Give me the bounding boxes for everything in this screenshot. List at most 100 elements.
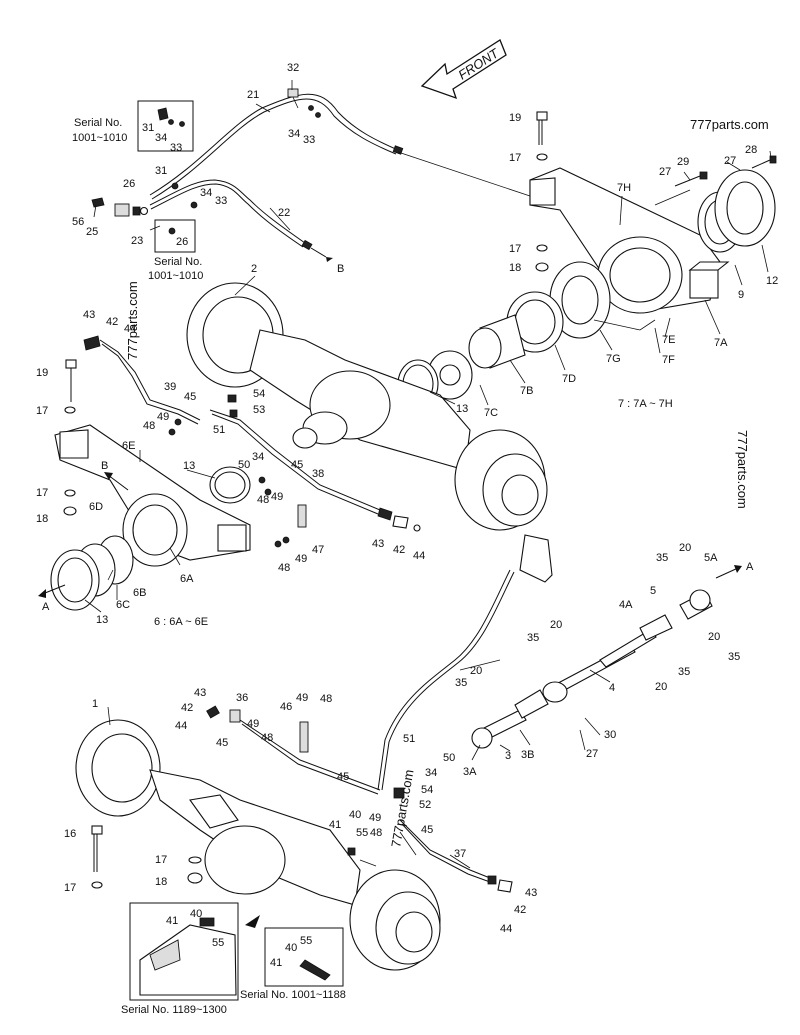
callout: 34 (425, 767, 437, 779)
callout: 36 (236, 692, 248, 704)
callout: 5A (704, 552, 718, 564)
callout: 48 (261, 732, 273, 744)
callout: 45 (216, 737, 228, 749)
callout: 33 (303, 134, 315, 146)
brake-lines-bottom (206, 705, 513, 893)
callout: 17 (64, 882, 76, 894)
callout: 19 (36, 367, 48, 379)
callout: 6A (180, 573, 194, 585)
callout: 27 (724, 155, 736, 167)
callout-labels: 32 21 34 33 31 34 33 31 26 34 33 56 25 2… (36, 62, 778, 969)
callout: 23 (131, 235, 143, 247)
callout: 42 (393, 544, 405, 556)
callout: 12 (766, 275, 778, 287)
callout: 35 (728, 651, 740, 663)
callout: 9 (738, 289, 744, 301)
callout: 48 (320, 693, 332, 705)
callout: 42 (181, 702, 193, 714)
callout: 45 (337, 771, 349, 783)
callout: 41 (329, 819, 341, 831)
callout: 49 (369, 812, 381, 824)
caption-serial-mid-line1: Serial No. (154, 256, 202, 268)
callout: 45 (184, 391, 196, 403)
callout: 48 (370, 827, 382, 839)
callout: 21 (247, 89, 259, 101)
callout: 43 (372, 538, 384, 550)
callout: 17 (509, 152, 521, 164)
callout: 51 (213, 424, 225, 436)
callout: 35 (455, 677, 467, 689)
callout: 17 (36, 405, 48, 417)
callout: 45 (291, 459, 303, 471)
watermark-bottom-center: 777parts.com (388, 768, 416, 848)
callout: 28 (745, 144, 757, 156)
callout: 19 (509, 112, 521, 124)
callout: 44 (175, 720, 187, 732)
callout: 20 (655, 681, 667, 693)
callout: 7H (617, 182, 631, 194)
callout: 55 (212, 937, 224, 949)
callout: 44 (500, 923, 512, 935)
callout: 53 (253, 404, 265, 416)
callout: A (746, 561, 754, 573)
callout: 39 (164, 381, 176, 393)
callout: 40 (285, 942, 297, 954)
callout: B (337, 263, 344, 275)
watermark-left-vertical: 777parts.com (125, 281, 140, 360)
callout: 49 (295, 553, 307, 565)
callout: 49 (296, 692, 308, 704)
callout: 46 (280, 701, 292, 713)
callout: 47 (312, 544, 324, 556)
callout: 27 (659, 166, 671, 178)
callout: 6B (133, 587, 146, 599)
caption-serial-1001-1188: Serial No. 1001~1188 (240, 989, 346, 1001)
callout: 6E (122, 440, 135, 452)
watermark-right-vertical: 777parts.com (735, 430, 750, 509)
callout: 40 (190, 908, 202, 920)
callout: 1 (92, 698, 98, 710)
callout: 32 (287, 62, 299, 74)
callout: 6C (116, 599, 130, 611)
callout: 17 (155, 854, 167, 866)
caption-serial-top-line1: Serial No. (74, 117, 122, 129)
callout: 17 (509, 243, 521, 255)
callout: 7F (662, 354, 675, 366)
callout: 35 (656, 552, 668, 564)
callout: 7B (520, 385, 533, 397)
callout: 7G (606, 353, 621, 365)
callout: 55 (300, 935, 312, 947)
callout: B (101, 460, 108, 472)
callout: 30 (604, 729, 616, 741)
callout: 5 (650, 585, 656, 597)
callout: 49 (247, 718, 259, 730)
watermark-top-right: 777parts.com (690, 117, 769, 132)
callout: 54 (253, 388, 265, 400)
caption-group-6: 6 : 6A ~ 6E (154, 616, 208, 628)
callout: 43 (194, 687, 206, 699)
callout: 7E (662, 334, 675, 346)
callout: 38 (312, 468, 324, 480)
callout: 41 (270, 957, 282, 969)
callout: 48 (278, 562, 290, 574)
callout: 49 (271, 491, 283, 503)
rear-axle-support (397, 111, 777, 409)
callout: 34 (155, 132, 167, 144)
callout: 43 (83, 309, 95, 321)
callout: 3A (463, 766, 477, 778)
callout: 27 (586, 748, 598, 760)
callout: 7D (562, 373, 576, 385)
callout: 18 (155, 876, 167, 888)
callout: 44 (124, 323, 136, 335)
callout: 52 (419, 799, 431, 811)
callout: 51 (403, 733, 415, 745)
callout: 17 (36, 487, 48, 499)
inset-serial-1001-1188 (264, 927, 344, 987)
front-arrow: FRONT (420, 39, 507, 100)
callout: A (42, 601, 50, 613)
callout: 26 (123, 178, 135, 190)
callout: 48 (257, 494, 269, 506)
callout: 20 (708, 631, 720, 643)
callout: 35 (678, 666, 690, 678)
callout: 49 (157, 411, 169, 423)
callout: 31 (142, 122, 154, 134)
